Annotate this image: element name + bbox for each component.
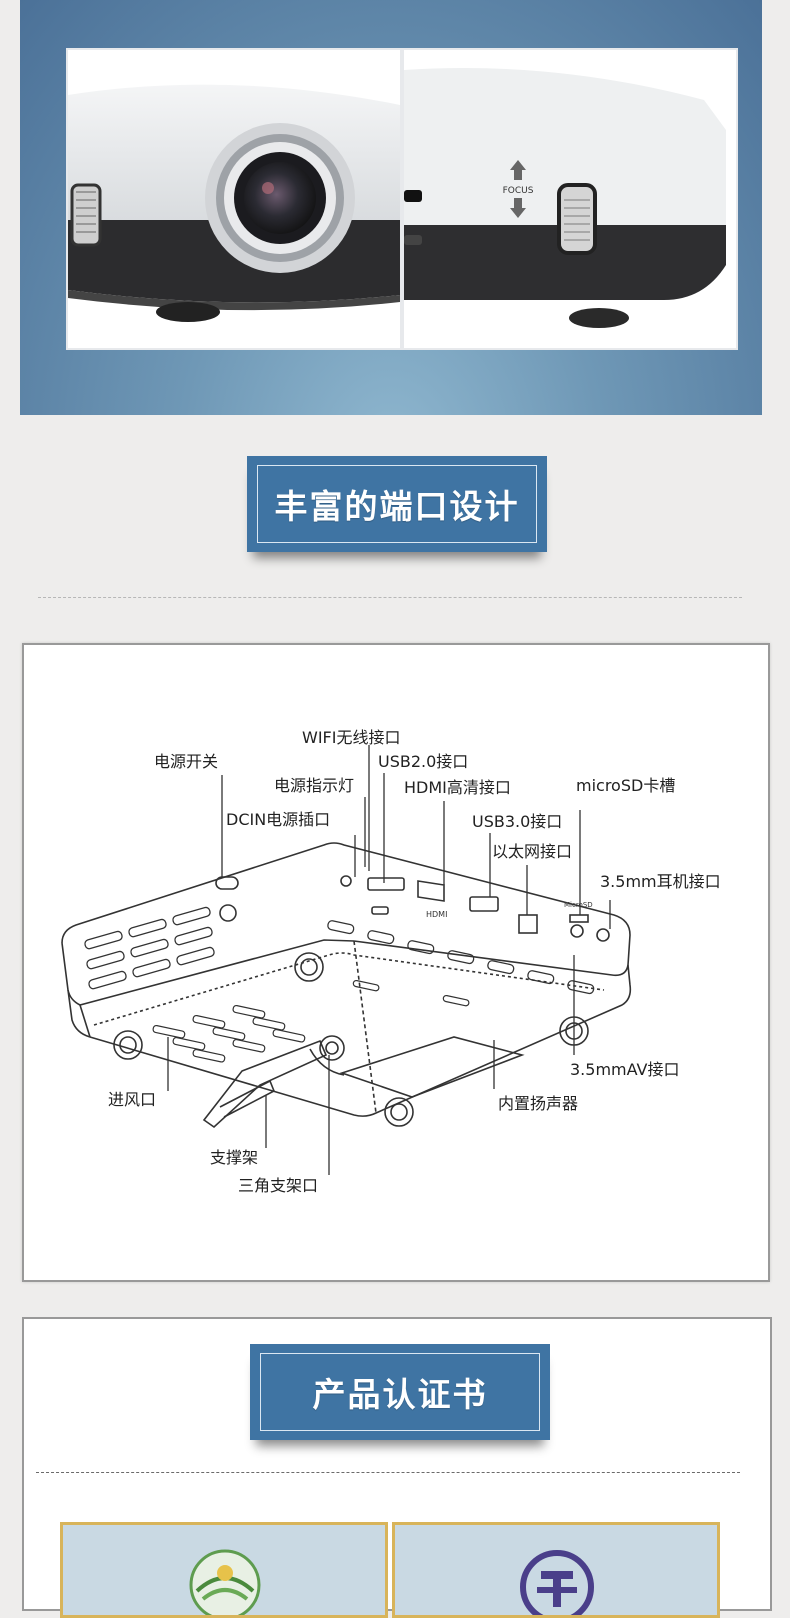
certificate-card [60, 1522, 388, 1618]
label-power-switch: 电源开关 [154, 752, 219, 771]
label-av: 3.5mmAV接口 [570, 1060, 680, 1079]
label-hdmi: HDMI高清接口 [404, 778, 511, 797]
environmental-seal-icon [189, 1549, 261, 1615]
device-line-drawing: HDMI MicroSD [61, 745, 632, 1175]
section-divider [38, 597, 742, 598]
label-usb20: USB2.0接口 [378, 752, 469, 771]
label-usb30: USB3.0接口 [472, 812, 563, 831]
port-diagram: HDMI MicroSD WIFI无线接口 电源开关 USB2.0接口 电源指示… [22, 643, 770, 1282]
section-divider [36, 1472, 740, 1473]
label-tripod: 三角支架口 [238, 1176, 319, 1195]
label-power-led: 电源指示灯 [274, 776, 355, 795]
projector-focus-illustration: FOCUS [404, 50, 736, 348]
certificate-card [392, 1522, 720, 1618]
ports-section-title-plaque: 丰富的端口设计 [247, 456, 547, 552]
focus-label: FOCUS [503, 186, 534, 196]
label-dcin: DCIN电源插口 [226, 810, 331, 829]
cert-section-title-plaque: 产品认证书 [250, 1344, 550, 1440]
certification-seal-icon [520, 1550, 594, 1615]
label-speaker: 内置扬声器 [498, 1094, 579, 1113]
label-stand: 支撑架 [210, 1148, 259, 1167]
hdmi-print: HDMI [426, 910, 447, 919]
projector-lens-illustration [68, 50, 400, 348]
projector-lens-photo [66, 48, 402, 350]
cert-section-title: 产品认证书 [312, 1375, 488, 1414]
microsd-print: MicroSD [564, 901, 593, 909]
label-ethernet: 以太网接口 [492, 842, 573, 861]
label-microsd: microSD卡槽 [576, 776, 676, 795]
label-air-inlet: 进风口 [108, 1090, 157, 1109]
projector-focus-photo: FOCUS [402, 48, 738, 350]
ports-section-title: 丰富的端口设计 [274, 487, 520, 526]
label-wifi: WIFI无线接口 [302, 728, 401, 747]
label-headphone: 3.5mm耳机接口 [600, 872, 721, 891]
